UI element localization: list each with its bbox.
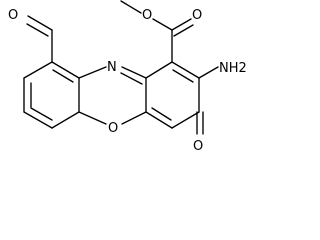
bond xyxy=(78,66,107,79)
bond xyxy=(171,18,192,31)
bond xyxy=(51,61,80,79)
right-quinoid-ring xyxy=(145,61,200,129)
amino-group: NH2 xyxy=(198,61,247,79)
aldehyde-oxygen-label: O xyxy=(8,8,18,23)
ketone-oxygen-label: O xyxy=(193,139,203,154)
bond xyxy=(26,23,49,37)
left-benzene-ring xyxy=(23,61,80,129)
ring-oxygen-label: O xyxy=(108,121,118,136)
bond xyxy=(51,111,80,129)
bond xyxy=(171,111,200,129)
ester-carbonyl-oxygen-label: O xyxy=(192,8,202,23)
double-bond-inner xyxy=(172,69,194,83)
double-bond-inner xyxy=(120,72,143,85)
double-bond-inner xyxy=(30,107,53,121)
ester-methoxy-oxygen-label: O xyxy=(142,8,152,23)
molecule-drawing: O N O O O NH2 O xyxy=(8,0,247,154)
aldehyde-group: O xyxy=(8,8,53,63)
bond xyxy=(145,111,173,129)
bond xyxy=(171,61,200,79)
bond xyxy=(78,111,107,125)
bond xyxy=(173,24,194,37)
bond xyxy=(121,66,147,79)
amine-label: NH2 xyxy=(219,61,247,76)
bond xyxy=(27,15,53,31)
ring-nitrogen-label: N xyxy=(107,60,117,75)
double-bond-inner xyxy=(151,107,172,121)
ketone-group: O xyxy=(193,111,204,154)
molecule-structure: O N O O O NH2 O xyxy=(8,0,247,154)
bond xyxy=(23,111,53,129)
central-oxazine-ring: N O xyxy=(78,60,147,136)
bond xyxy=(198,66,219,79)
bond xyxy=(23,61,53,79)
methyl-ester-group: O O xyxy=(120,0,202,63)
methyl-bond xyxy=(120,0,142,14)
bond xyxy=(145,61,173,79)
double-bond-inner xyxy=(52,69,74,83)
bond xyxy=(152,18,173,31)
bond xyxy=(121,111,147,125)
